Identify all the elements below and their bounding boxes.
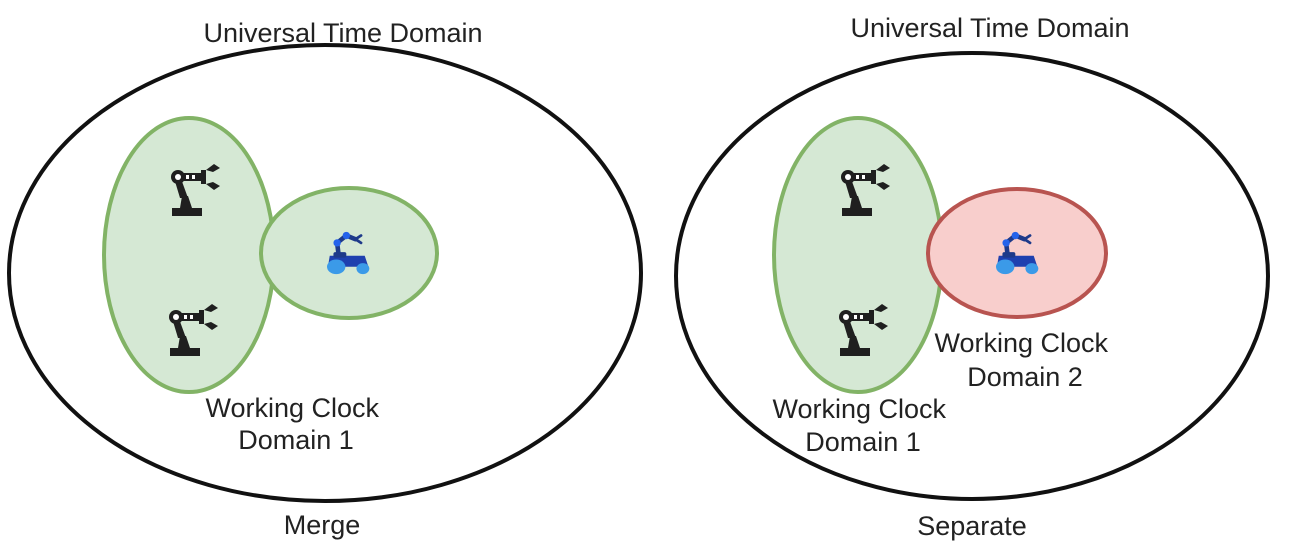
working-clock-domain-1-label: Working Clock Domain 1: [205, 393, 386, 455]
separate-caption: Separate: [917, 511, 1027, 541]
merge-panel: Universal Time Domain Working Clock Doma…: [7, 18, 643, 540]
working-clock-domain-2-label: Working Clock Domain 2: [934, 328, 1115, 392]
universal-time-domain-title: Universal Time Domain: [203, 18, 482, 48]
separate-panel: Universal Time Domain Working Clock Doma…: [674, 13, 1270, 541]
merge-caption: Merge: [284, 510, 361, 540]
working-clock-domain-1-extension-ellipse: [259, 186, 439, 320]
working-clock-domain-2-ellipse: [926, 187, 1108, 319]
universal-time-domain-title: Universal Time Domain: [850, 13, 1129, 43]
working-clock-domain-1-label: Working Clock Domain 1: [772, 394, 953, 457]
